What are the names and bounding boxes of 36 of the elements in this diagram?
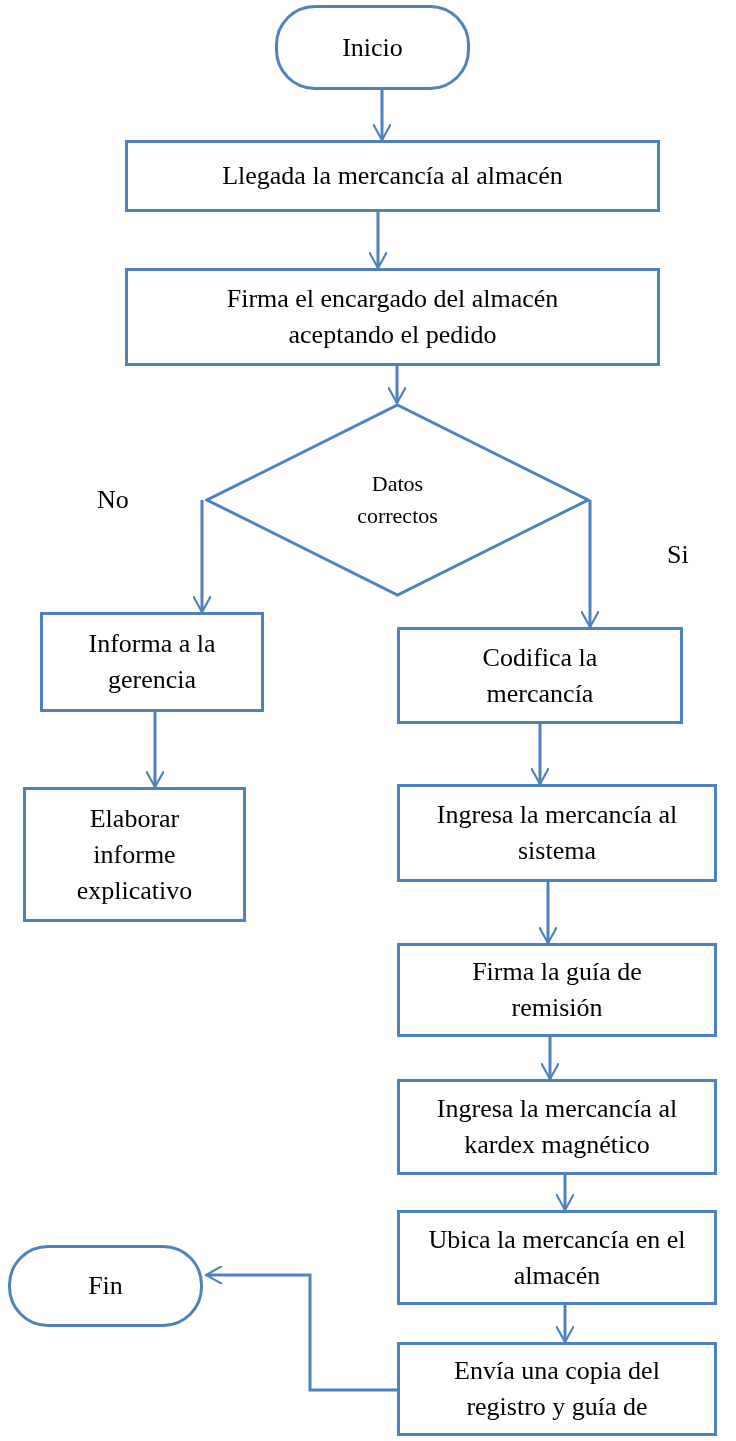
process-box bbox=[397, 784, 717, 882]
process-box bbox=[40, 612, 264, 712]
node-text: Informa a la gerencia bbox=[87, 628, 217, 696]
process-box bbox=[125, 140, 660, 212]
process-box bbox=[397, 1342, 717, 1436]
process-box bbox=[397, 1079, 717, 1175]
process-box bbox=[397, 1210, 717, 1305]
arrow bbox=[554, 1305, 576, 1344]
process-box bbox=[397, 627, 683, 724]
arrow bbox=[539, 1037, 561, 1081]
node-text: Codifica la mercancía bbox=[481, 641, 599, 710]
node-text: Envía una copia del registro y guía de bbox=[453, 1355, 661, 1423]
process-box bbox=[397, 943, 717, 1037]
arrow bbox=[204, 1264, 397, 1392]
arrow bbox=[371, 90, 393, 142]
node-text: Firma el encargado del almacén aceptando el pedido bbox=[225, 283, 560, 351]
node-text: Fin bbox=[87, 1270, 124, 1302]
node-text: Firma la guía de remisión bbox=[471, 956, 643, 1024]
arrow bbox=[191, 500, 213, 614]
node-text: Ubica la mercancía en el almacén bbox=[427, 1223, 687, 1292]
process-box bbox=[23, 787, 246, 922]
decision-diamond bbox=[205, 403, 590, 597]
node-text: Llegada la mercancía al almacén bbox=[221, 160, 564, 192]
arrow bbox=[144, 712, 166, 789]
node-text: Inicio bbox=[341, 31, 404, 64]
process-box bbox=[125, 268, 660, 366]
node-text: Ingresa la mercancía al sistema bbox=[435, 799, 679, 867]
node-text: Datos correctos bbox=[356, 470, 439, 530]
arrow bbox=[579, 500, 601, 629]
node-text: Elaborar informe explicativo bbox=[75, 802, 194, 907]
arrow bbox=[529, 724, 551, 786]
arrow bbox=[367, 212, 389, 270]
arrow bbox=[554, 1175, 576, 1212]
arrow bbox=[537, 882, 559, 945]
node-text: Ingresa la mercancía al kardex magnético bbox=[435, 1093, 679, 1161]
arrow bbox=[386, 366, 408, 405]
